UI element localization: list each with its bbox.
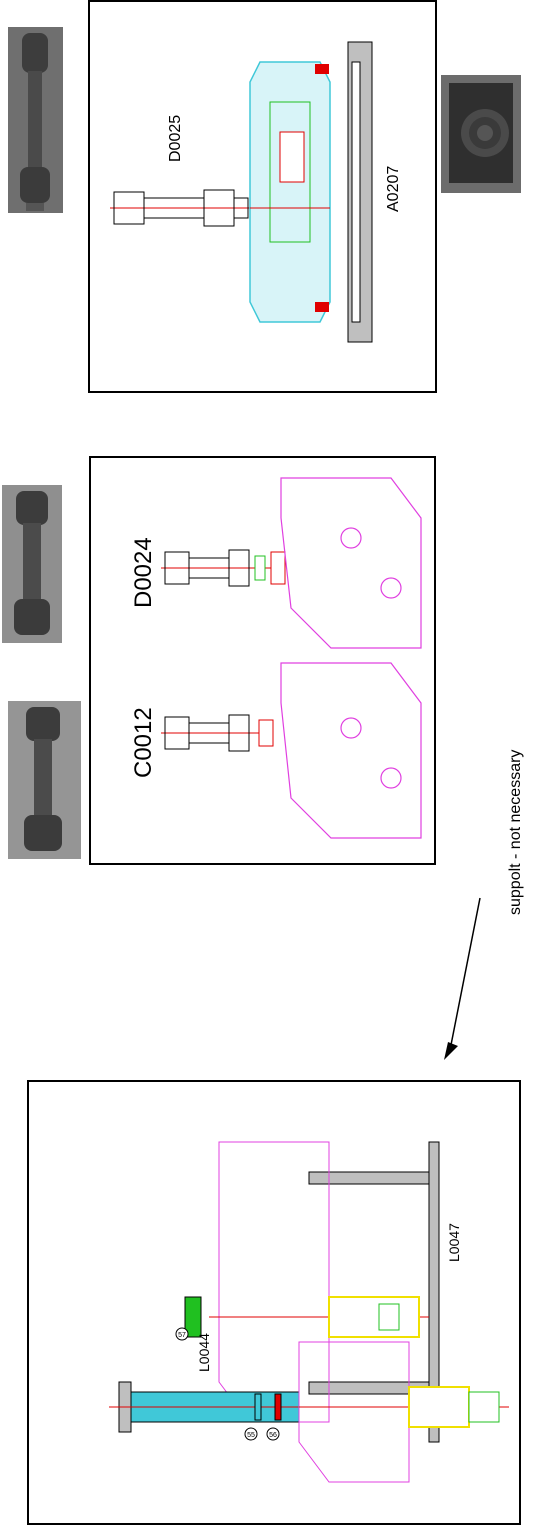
label-l0044: L0044	[196, 1333, 212, 1372]
photo-c0012-tool	[8, 701, 81, 859]
d0024-tool-drawing	[161, 549, 286, 587]
label-d0025: D0025	[167, 115, 184, 162]
photo-d0024-tool	[2, 485, 62, 643]
label-l0047: L0047	[446, 1223, 462, 1262]
label-a0207: A0207	[385, 166, 402, 212]
middle-diagram-panel: D0024 C0012	[89, 456, 436, 865]
photo-a0207-plate	[441, 75, 521, 193]
callout-56: 56	[266, 1427, 280, 1441]
middle-housing-drawings	[280, 477, 422, 839]
d0025-tool-drawing	[110, 187, 261, 229]
label-c0012: C0012	[130, 707, 157, 778]
label-d0024: D0024	[130, 537, 157, 608]
callout-55: 55	[244, 1427, 258, 1441]
svg-text:57: 57	[178, 1332, 186, 1339]
l0044-tool-drawing	[109, 1341, 509, 1483]
svg-text:56: 56	[269, 1432, 277, 1439]
svg-text:55: 55	[247, 1432, 255, 1439]
bottom-diagram-panel: 57 55 56 L0047 L0044	[27, 1080, 521, 1525]
a0207-plate-drawing	[347, 41, 373, 343]
photo-d0025-tool	[8, 27, 63, 213]
c0012-tool-drawing	[161, 714, 274, 752]
top-housing-section	[249, 61, 331, 323]
l0047-fixture-drawing	[184, 1141, 440, 1443]
callout-57: 57	[175, 1327, 189, 1341]
top-diagram-panel: D0025 A0207	[88, 0, 437, 393]
annotation-note: suppolt - not necessary	[507, 750, 524, 915]
